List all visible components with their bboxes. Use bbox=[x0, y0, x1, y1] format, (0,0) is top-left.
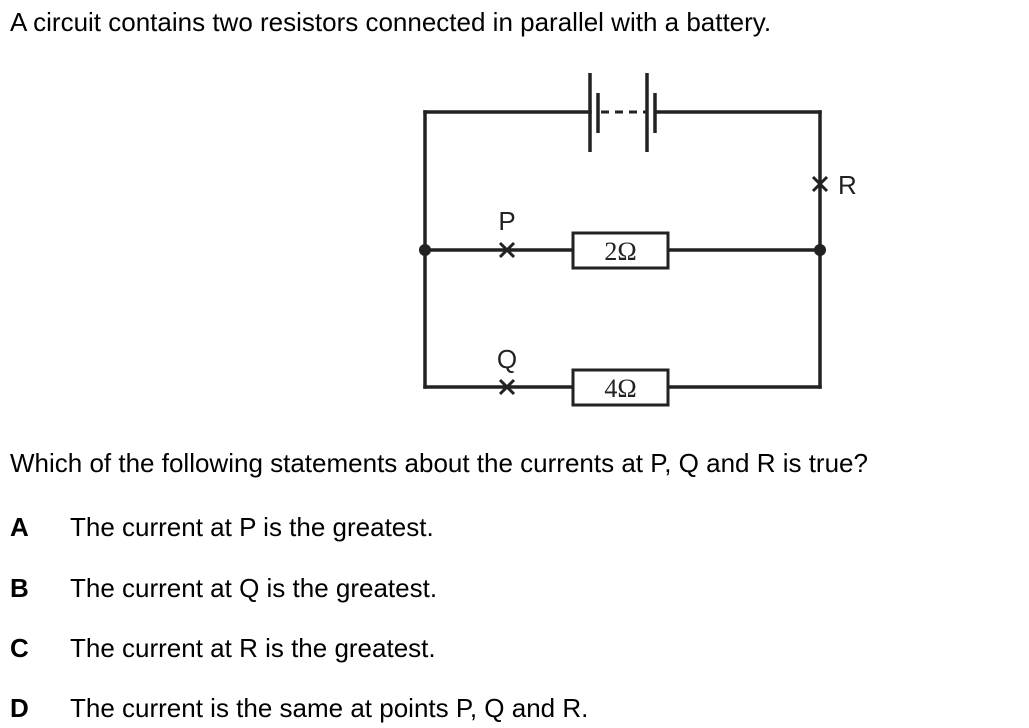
point-p-label: P bbox=[498, 206, 515, 236]
question-text: Which of the following statements about … bbox=[10, 448, 868, 478]
option-b[interactable]: B The current at Q is the greatest. bbox=[10, 572, 437, 604]
option-d-letter: D bbox=[10, 693, 29, 723]
option-c-letter: C bbox=[10, 633, 29, 663]
resistor-2-ohm: 2Ω bbox=[571, 231, 670, 270]
option-d-text: The current is the same at points P, Q a… bbox=[70, 693, 589, 723]
option-a-text: The current at P is the greatest. bbox=[70, 512, 434, 542]
option-c-text: The current at R is the greatest. bbox=[70, 633, 436, 663]
cross-p-stroke-2 bbox=[498, 241, 516, 259]
intro-text: A circuit contains two resistors connect… bbox=[10, 7, 772, 37]
cross-r-stroke-2 bbox=[811, 175, 829, 193]
battery-icon bbox=[588, 73, 657, 152]
resistor-4-ohm: 4Ω bbox=[571, 368, 670, 407]
junction-node-left bbox=[419, 244, 431, 256]
point-q-marker: Q bbox=[497, 344, 517, 396]
resistor-4-ohm-box bbox=[571, 368, 670, 407]
cross-q-stroke-2 bbox=[498, 378, 516, 396]
point-p-marker: P bbox=[498, 206, 516, 259]
option-c[interactable]: C The current at R is the greatest. bbox=[10, 632, 436, 664]
option-a-letter: A bbox=[10, 512, 29, 542]
point-q-label: Q bbox=[497, 344, 517, 374]
resistor-4-ohm-label: 4Ω bbox=[604, 374, 636, 403]
resistor-2-ohm-label: 2Ω bbox=[604, 237, 636, 266]
point-r-label: R bbox=[838, 170, 857, 200]
option-a[interactable]: A The current at P is the greatest. bbox=[10, 511, 434, 543]
option-d[interactable]: D The current is the same at points P, Q… bbox=[10, 692, 588, 724]
junction-node-right bbox=[814, 244, 826, 256]
option-b-letter: B bbox=[10, 573, 29, 603]
circuit-diagram: 2Ω 4Ω P Q R bbox=[419, 73, 857, 407]
resistor-2-ohm-box bbox=[571, 231, 670, 270]
option-b-text: The current at Q is the greatest. bbox=[70, 573, 438, 603]
point-r-marker: R bbox=[811, 170, 857, 200]
